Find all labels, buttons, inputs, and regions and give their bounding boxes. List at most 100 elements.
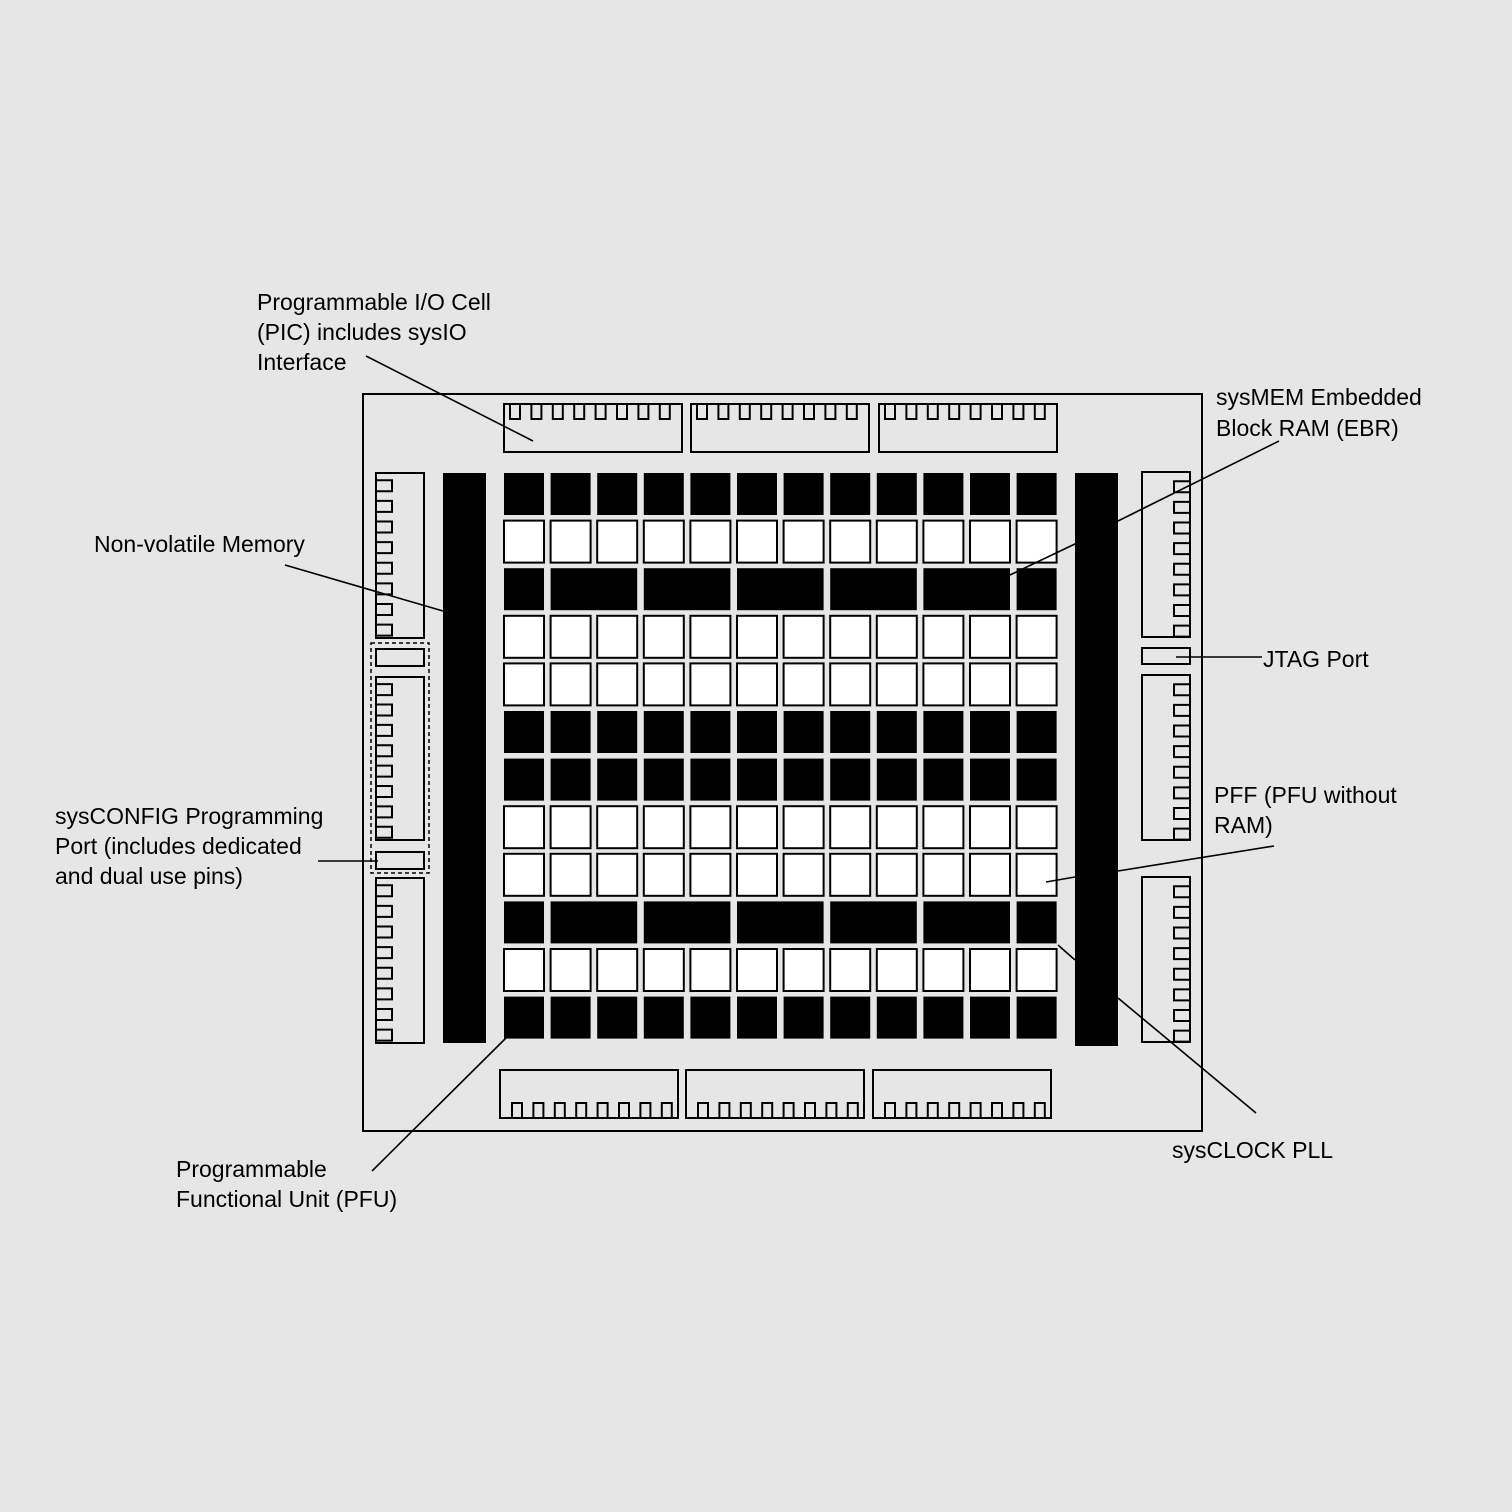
io-pin: [551, 405, 564, 420]
io-pin: [825, 1102, 838, 1117]
pff-cell: [922, 662, 965, 707]
io-pin: [761, 1102, 774, 1117]
left-io-bank-middle: [375, 676, 425, 841]
pfu-cell: [690, 996, 731, 1039]
pfu-cell: [830, 711, 871, 753]
right-io-bank-middle: [1141, 674, 1191, 841]
io-pin: [377, 825, 393, 839]
io-pin: [618, 1102, 630, 1117]
pfu-cell: [970, 711, 1010, 753]
leader-sysmem-2: [1009, 542, 1078, 576]
left-io-banks: [370, 472, 430, 1044]
leader-pic: [365, 355, 534, 442]
io-pin: [717, 405, 730, 420]
pff-cell: [969, 948, 1011, 992]
pff-cell: [689, 948, 732, 992]
pfu-cell: [970, 473, 1010, 515]
pff-cell: [969, 662, 1011, 707]
pfu-cell: [504, 711, 544, 753]
io-pin: [1033, 405, 1046, 420]
pff-cell: [782, 948, 825, 992]
pff-cell: [969, 519, 1011, 564]
pff-cell: [549, 948, 592, 992]
io-pin: [1012, 405, 1025, 420]
io-pin: [1173, 765, 1189, 779]
bottom-io-bank-1: [499, 1069, 679, 1119]
io-pin: [1173, 683, 1189, 697]
pff-cell: [736, 948, 778, 992]
io-pin: [511, 1102, 523, 1117]
pff-cell: [689, 852, 732, 897]
pfu-cell: [876, 996, 917, 1039]
pff-cell: [689, 614, 732, 659]
pfu-cell: [737, 758, 777, 801]
label-pff: PFF (PFU without RAM): [1214, 782, 1403, 838]
io-pin: [377, 561, 393, 575]
pff-cell: [503, 948, 545, 992]
pff-cell: [782, 852, 825, 897]
pff-cell: [922, 614, 965, 659]
ebr-block: [643, 568, 731, 611]
sysconfig-top-cell: [375, 648, 425, 667]
io-pin: [1173, 905, 1189, 919]
io-pin: [1173, 885, 1189, 899]
leader-pff-2: [1045, 876, 1076, 883]
pfu-cell: [830, 758, 871, 801]
pff-cell: [596, 948, 639, 992]
pfu-cell: [923, 996, 964, 1039]
io-pin: [1173, 703, 1189, 717]
io-pin: [782, 1102, 795, 1117]
io-pin: [696, 405, 708, 420]
pff-cell: [1015, 662, 1058, 707]
pff-cell: [549, 662, 592, 707]
pff-cell: [782, 805, 825, 850]
pfu-cell: [1016, 996, 1057, 1039]
sysclock-pll-block: [1075, 473, 1118, 1046]
logic-fabric: [503, 473, 1058, 1039]
io-pin: [1173, 624, 1189, 638]
pff-cell: [736, 519, 778, 564]
pff-cell: [829, 948, 872, 992]
right-io-bank-bottom: [1141, 876, 1191, 1043]
io-pin: [377, 602, 393, 616]
pff-cell: [689, 519, 732, 564]
io-pin: [377, 541, 393, 555]
io-pin: [1173, 604, 1189, 618]
pff-cell: [829, 852, 872, 897]
right-io-banks: [1141, 471, 1191, 1043]
pff-cell: [829, 662, 872, 707]
io-pin: [509, 405, 521, 420]
leader-lines: [284, 355, 1280, 1172]
pff-cell: [875, 614, 918, 659]
io-pin: [377, 904, 393, 918]
io-pins: [377, 405, 1189, 1117]
pff-cell: [596, 852, 639, 897]
leader-pll-2: [1057, 944, 1076, 961]
pfu-cell: [550, 711, 591, 753]
label-nvm: Non-volatile Memory: [94, 531, 305, 557]
pff-cell: [549, 614, 592, 659]
io-pin: [803, 405, 815, 420]
pff-cell: [642, 519, 685, 564]
label-pll: sysCLOCK PLL: [1172, 1137, 1333, 1163]
label-jtag: JTAG Port: [1263, 646, 1369, 672]
io-pin: [377, 520, 393, 534]
ebr-block: [643, 901, 731, 944]
left-io-bank-top: [375, 472, 425, 639]
pff-cell: [642, 805, 685, 850]
pfu-cell: [830, 996, 871, 1039]
pff-cell: [969, 614, 1011, 659]
pff-cell: [875, 519, 918, 564]
io-pin: [616, 405, 628, 420]
io-pin: [1012, 1102, 1025, 1117]
pfu-cell: [783, 758, 824, 801]
pff-cell: [503, 614, 545, 659]
pff-cell: [782, 519, 825, 564]
pfu-cell: [923, 473, 964, 515]
io-pin: [760, 405, 773, 420]
right-io-bank-top: [1141, 471, 1191, 638]
pff-cell: [829, 614, 872, 659]
io-pin: [377, 703, 393, 717]
chip-outline: [362, 393, 1203, 1132]
io-pin: [377, 925, 393, 939]
